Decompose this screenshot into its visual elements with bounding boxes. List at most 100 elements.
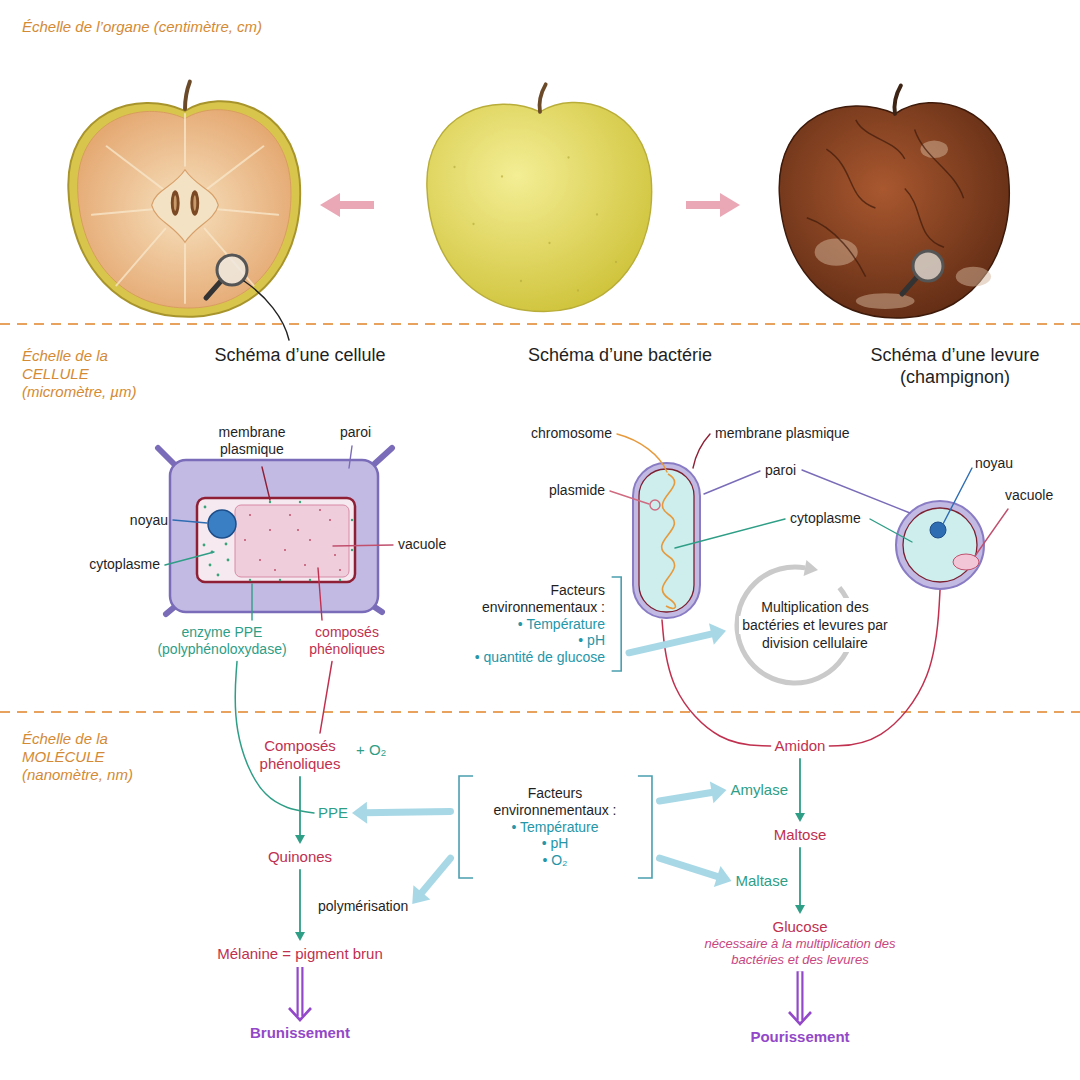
connector-line	[660, 792, 715, 801]
plant-cell-drawing	[208, 510, 236, 538]
leader-line	[251, 584, 252, 620]
leader-line	[244, 281, 289, 340]
part-label: vacuole	[1005, 487, 1053, 504]
cut-apple	[171, 190, 180, 215]
node-text: Facteurs environnementaux :	[440, 582, 605, 616]
arrow-head	[795, 813, 805, 822]
part-label-slot: noyau	[130, 512, 168, 529]
part-label-slot: membrane plasmique	[197, 424, 307, 458]
magnifier-icon	[206, 281, 221, 298]
cut-apple	[68, 82, 300, 317]
plant-cell-drawing	[211, 551, 214, 554]
cut-apple	[184, 114, 186, 166]
arrow-head	[789, 1012, 811, 1024]
cut-apple	[116, 229, 165, 286]
cut-apple	[92, 209, 156, 215]
rotten-apple	[856, 120, 905, 159]
rotten-apple	[894, 86, 900, 114]
plant-cell-drawing	[217, 574, 220, 577]
bacterium-drawing	[639, 469, 694, 612]
node-subtext: • O₂	[473, 852, 638, 869]
part-label-slot: paroi	[765, 462, 796, 479]
cut-apple	[107, 146, 164, 189]
part-label-slot: chromosome	[531, 425, 612, 442]
compound-callout: composés phénoliques	[297, 624, 397, 658]
magnifier-icon	[217, 255, 247, 285]
part-label: paroi	[340, 424, 371, 441]
plant-cell-drawing	[269, 501, 271, 503]
yeast-cell: Schéma d’une levure (champignon)	[845, 345, 1065, 590]
yeast-drawing	[953, 554, 979, 570]
plant-cell-drawing	[269, 529, 271, 531]
node-text: composés phénoliques	[297, 624, 397, 658]
arrow-head	[714, 866, 732, 887]
plant-cell-drawing	[225, 543, 228, 546]
division-cycle-arrow	[804, 560, 818, 576]
molecule-box: Glucosenécessaire à la multiplication de…	[693, 918, 908, 967]
plant-cell-drawing	[309, 579, 311, 581]
arrow-head	[709, 623, 726, 644]
plant-cell-drawing	[203, 544, 206, 547]
cut-apple	[174, 195, 177, 211]
time-arrow	[336, 201, 374, 209]
factor-box: Facteurs environnementaux :• Température…	[434, 576, 625, 672]
arrow-head	[295, 932, 305, 941]
cut-apple	[193, 195, 196, 211]
part-label-slot: membrane plasmique	[715, 425, 850, 442]
scale-label: Échelle de la MOLÉCULE (nanomètre, nm)	[22, 730, 162, 784]
leader-line	[975, 509, 1008, 556]
plant-cell-drawing	[339, 579, 341, 581]
part-label: membrane plasmique	[715, 425, 850, 442]
plant-cell-drawing	[244, 509, 341, 571]
leader-line	[802, 470, 910, 513]
leader-line	[693, 434, 710, 468]
connector-inner-gap	[799, 971, 802, 1020]
plant-cell-drawing	[284, 549, 286, 551]
node-text: enzyme PPE (polyphénoloxydase)	[147, 624, 297, 658]
cut-apple	[190, 190, 199, 215]
plant-cell-drawing	[339, 569, 341, 571]
bacterium-drawing	[500, 345, 740, 620]
process-name: polymérisation	[318, 898, 408, 915]
plant-cell-drawing	[158, 448, 392, 614]
part-label: chromosome	[531, 425, 612, 442]
node-text: Maltase	[735, 872, 788, 890]
whole-apple	[501, 175, 503, 177]
plant-cell-drawing	[274, 569, 276, 571]
plant-cell-drawing	[203, 501, 354, 581]
arrow-head	[795, 905, 805, 914]
part-label: noyau	[130, 512, 168, 529]
node-text: Mélanine = pigment brun	[217, 945, 383, 963]
yeast-drawing	[896, 501, 984, 589]
whole-apple	[567, 156, 569, 158]
node-text: Schéma d’une levure (champignon)	[845, 345, 1065, 388]
plant-cell-drawing	[351, 519, 353, 521]
part-label-slot: vacuole	[398, 536, 446, 553]
leader-line	[349, 446, 352, 468]
leader-line	[165, 281, 1008, 620]
plant-cell-drawing	[259, 559, 261, 561]
outcome-box: Pourissement	[750, 1028, 849, 1046]
node-subtext: • pH	[473, 835, 638, 852]
cut-apple	[207, 146, 264, 189]
whole-apple	[453, 156, 617, 291]
node-text: Maltose	[774, 826, 827, 844]
bracket	[612, 577, 622, 671]
reaction-arrow	[795, 759, 805, 822]
plant-cell-drawing	[197, 498, 355, 582]
rotten-apple	[815, 140, 991, 309]
node-subtext: • Température	[440, 616, 605, 633]
connector-line	[796, 971, 803, 1020]
whole-apple	[539, 84, 545, 112]
leader-line	[617, 434, 667, 472]
plant-cell: Schéma d’une cellule	[150, 345, 450, 615]
outcome-box: Brunissement	[250, 1024, 350, 1042]
plant-cell-drawing	[235, 505, 349, 577]
part-label: plasmide	[549, 482, 605, 499]
plant-cell-drawing	[249, 579, 251, 581]
connector-line	[660, 858, 721, 877]
leader-line	[173, 520, 207, 523]
molecule-box: Mélanine = pigment brun	[217, 945, 383, 963]
